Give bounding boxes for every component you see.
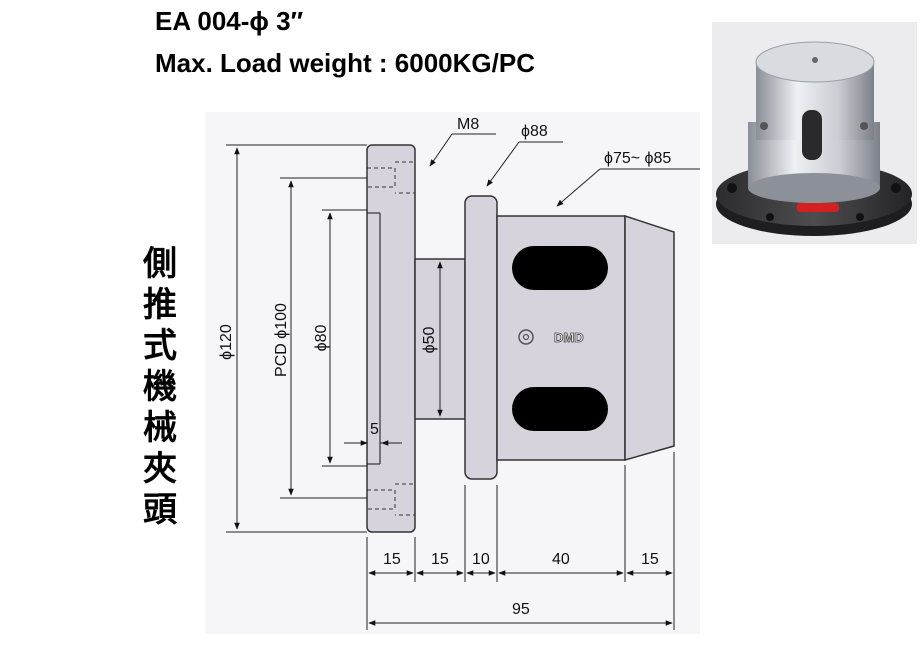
label-phi50: ϕ50 (421, 327, 438, 354)
leader-m8 (429, 133, 453, 167)
logo-circle-icon (518, 329, 534, 345)
len-15-a: 15 (383, 551, 401, 568)
label-phi120: ϕ120 (218, 324, 235, 360)
label-phi80: ϕ80 (313, 325, 330, 352)
side-char: 頭 (143, 490, 177, 530)
chinese-side-label: 側 推 式 機 械 夾 頭 (140, 244, 180, 531)
label-pcd: PCD ϕ100 (273, 303, 290, 377)
len-15-b: 15 (431, 551, 449, 568)
tapered-nose (624, 214, 675, 461)
len-total: 95 (512, 601, 530, 618)
slot-bottom (512, 387, 608, 431)
len-40: 40 (552, 551, 570, 568)
side-char: 械 (143, 408, 177, 448)
callout-m8: M8 (457, 116, 479, 133)
product-photo (712, 22, 917, 244)
load-weight-title: Max. Load weight : 6000KG/PC (155, 48, 535, 78)
leader-phi75-85 (556, 168, 601, 207)
model-title: EA 004-ϕ 3″ (155, 6, 304, 36)
collar (464, 195, 498, 480)
side-char: 側 (143, 244, 177, 284)
side-char: 推 (143, 285, 177, 325)
logo-text: DMD (554, 330, 584, 345)
len-10: 10 (472, 551, 490, 568)
slot-top (512, 246, 608, 290)
side-char: 機 (143, 367, 177, 407)
side-char: 式 (143, 326, 177, 366)
bolt-hole-bottom (367, 483, 416, 516)
len-15-c: 15 (641, 551, 659, 568)
leader-phi88 (486, 141, 520, 187)
callout-phi75-85: ϕ75~ ϕ85 (604, 150, 671, 167)
side-char: 夾 (143, 449, 177, 489)
label-dim-5: 5 (370, 421, 379, 438)
flange (366, 144, 416, 533)
bolt-hole-top (367, 161, 416, 194)
callout-phi88: ϕ88 (521, 123, 548, 140)
